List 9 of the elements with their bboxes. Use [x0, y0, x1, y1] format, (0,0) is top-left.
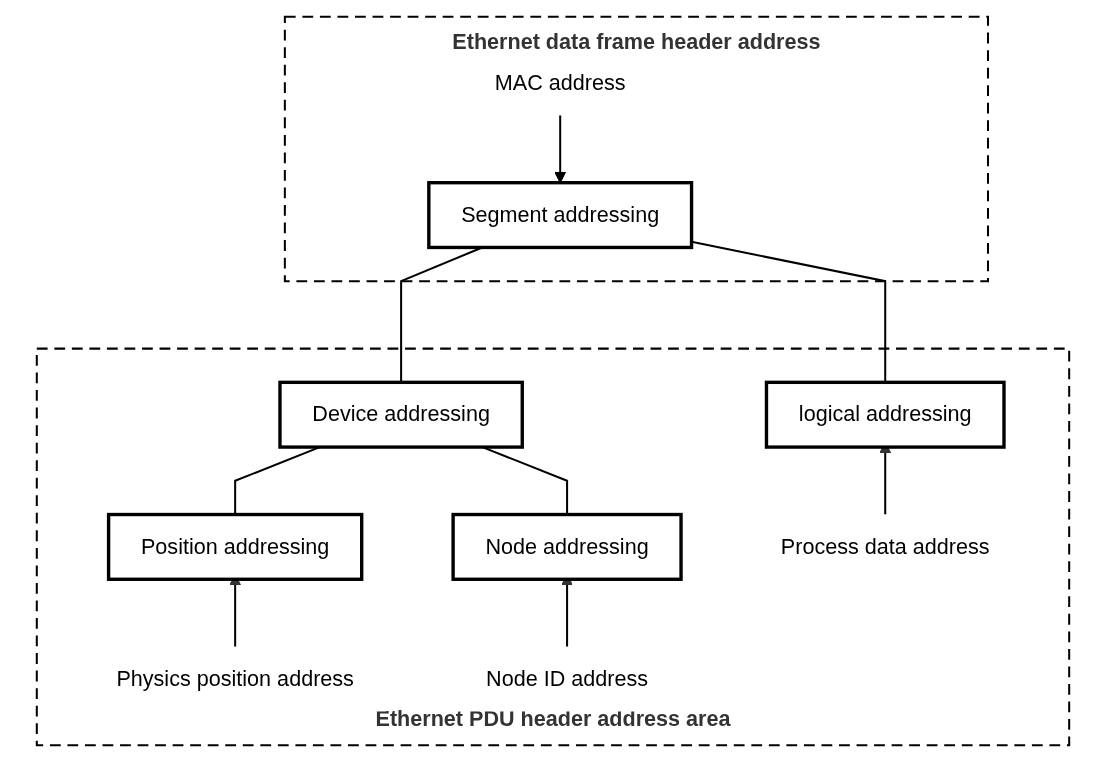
node-text: MAC address [494, 70, 626, 94]
node-text: Node ID address [486, 666, 649, 690]
node-text: Physics position address [116, 666, 354, 690]
node-box: Segment addressing [427, 181, 694, 250]
node-box: Node addressing [451, 512, 683, 581]
node-box: logical addressing [764, 380, 1006, 449]
node-box: Device addressing [278, 380, 524, 449]
node-text: Process data address [780, 534, 990, 558]
node-box: Position addressing [106, 512, 364, 581]
